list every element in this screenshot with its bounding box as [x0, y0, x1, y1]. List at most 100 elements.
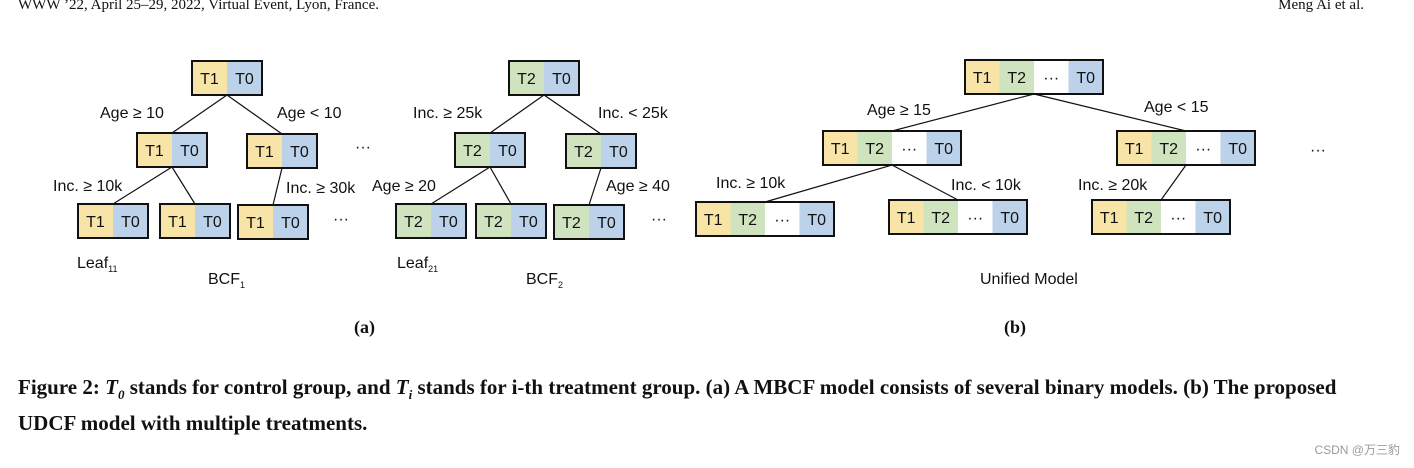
node-frame: [565, 133, 637, 169]
tree-node: T1 T0: [246, 133, 318, 169]
cell-t2: [1126, 200, 1161, 234]
node-frame: [77, 203, 149, 239]
cell-label: ···: [774, 212, 790, 229]
cell-label: T0: [281, 215, 300, 232]
cell-label: T2: [562, 215, 581, 232]
split-label: Age ≥ 15: [867, 102, 931, 119]
cell-label: T0: [934, 141, 953, 158]
split-label: Age ≥ 20: [372, 178, 436, 195]
node-frame: [191, 60, 263, 96]
cell-t0: [227, 61, 262, 95]
cell-label: T1: [168, 214, 187, 231]
node-frame: [888, 199, 1028, 235]
cell-t2: [476, 204, 511, 238]
tree-node: T1 T0: [77, 203, 149, 239]
cell-dots: [958, 200, 993, 234]
cell-t1: [1092, 200, 1127, 234]
cell-label: T2: [738, 212, 757, 229]
cell-t0: [926, 131, 961, 165]
cell-label: ···: [1043, 70, 1059, 87]
cell-label: T2: [574, 144, 593, 161]
cell-label: T0: [180, 143, 199, 160]
cell-label: ···: [967, 210, 983, 227]
cell-dots: [1034, 60, 1069, 94]
cell-t1: [160, 204, 195, 238]
node-frame: [964, 59, 1104, 95]
cell-t2: [566, 134, 601, 168]
split-label: Inc. ≥ 25k: [413, 105, 483, 122]
cell-label: T0: [1000, 210, 1019, 227]
cell-t0: [1068, 60, 1103, 94]
split-label: Inc. ≥ 10k: [53, 178, 123, 195]
figure-caption: Figure 2: T0 stands for control group, a…: [18, 375, 1337, 436]
cell-t1: [192, 61, 227, 95]
cell-label: ···: [901, 141, 917, 158]
cell-t2: [999, 60, 1034, 94]
cell-label: ···: [1195, 141, 1211, 158]
unified-model-label: Unified Model: [980, 271, 1078, 288]
tree-edge: [430, 166, 491, 205]
tree-node: T2 T0: [454, 132, 526, 168]
tree-node: T1 T2 ··· T0: [964, 59, 1104, 95]
cell-t1: [247, 134, 282, 168]
cell-t0: [511, 204, 546, 238]
cell-label: T1: [86, 214, 105, 231]
cell-label: T1: [246, 215, 265, 232]
cell-label: T0: [439, 214, 458, 231]
cell-t0: [431, 204, 466, 238]
cell-label: T0: [1076, 70, 1095, 87]
cell-label: T1: [1125, 141, 1144, 158]
running-header-authors: Meng Ai et al.: [1278, 0, 1364, 13]
cell-label: T2: [865, 141, 884, 158]
cell-t1: [238, 205, 273, 239]
split-label: Age < 15: [1144, 99, 1209, 116]
ellipsis: ···: [333, 211, 349, 228]
node-frame: [246, 133, 318, 169]
cell-t2: [857, 131, 892, 165]
tree-node: T2 T0: [565, 133, 637, 169]
cell-label: T0: [498, 143, 517, 160]
cell-label: T1: [897, 210, 916, 227]
cell-label: T1: [973, 70, 992, 87]
cell-label: T0: [609, 144, 628, 161]
bcf2-label: BCF2: [526, 271, 563, 290]
tree-edges: [112, 93, 1187, 206]
node-frame: [1091, 199, 1231, 235]
cell-label: T2: [463, 143, 482, 160]
cell-t2: [554, 205, 589, 239]
split-label: Inc. ≥ 10k: [716, 175, 786, 192]
cell-dots: [1186, 131, 1221, 165]
cell-label: T1: [255, 144, 274, 161]
split-label: Inc. < 25k: [598, 105, 669, 122]
cell-label: T2: [1007, 70, 1026, 87]
cell-label: T2: [1134, 210, 1153, 227]
node-frame: [695, 201, 835, 237]
cell-t1: [696, 202, 731, 236]
cell-label: T2: [484, 214, 503, 231]
ellipsis: ···: [1310, 142, 1326, 159]
ellipsis: ···: [355, 139, 371, 156]
cell-label: T1: [831, 141, 850, 158]
cell-t0: [172, 133, 207, 167]
node-frame: [508, 60, 580, 96]
node-frame: [553, 204, 625, 240]
cell-t0: [282, 134, 317, 168]
node-frame: [237, 204, 309, 240]
cell-label: T1: [145, 143, 164, 160]
tree-node: T1 T0: [136, 132, 208, 168]
cell-t1: [1117, 131, 1152, 165]
cell-label: T0: [121, 214, 140, 231]
tree-node: T1 T2 ··· T0: [822, 130, 962, 166]
cell-label: T0: [290, 144, 309, 161]
panel-label-b: (b): [1004, 317, 1026, 337]
cell-label: T0: [552, 71, 571, 88]
tree-node: T1 T0: [237, 204, 309, 240]
split-label: Inc. < 10k: [951, 177, 1022, 194]
